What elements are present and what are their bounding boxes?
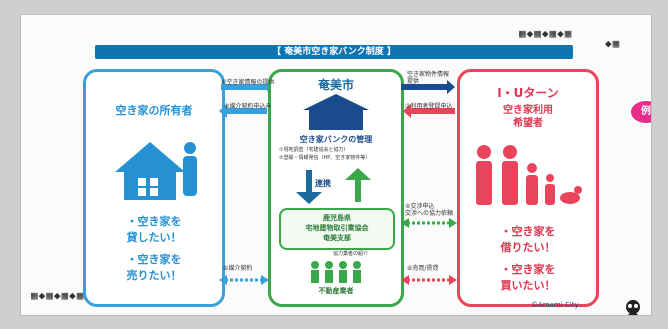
realtors-icon [311, 261, 361, 283]
cooperation-label: 連携 [315, 179, 331, 188]
iu-box: I・Uターン 空き家利用 希望者 ・空き家を 借りたい！ ・空き家を 買いたい！ [457, 69, 599, 307]
city-box: 奄美市 空き家バンクの管理 ①現地調査（宅建協会と協力） ②登録・情報発信（HP… [268, 69, 404, 307]
iu-arrows [401, 80, 455, 118]
iu-buy-message: ・空き家を 買いたい！ [500, 263, 556, 292]
bottom-left-arrow [219, 275, 269, 285]
bottom-right-label: ⑥売買/賃貸 [407, 265, 439, 272]
iu-arrow-2-label: ②利用者登録申込 [405, 103, 453, 110]
city-hall-icon [303, 94, 369, 130]
owner-box: 空き家の所有者 ・空き家を 貸したい！ ・空き家を 売りたい！ [83, 69, 225, 307]
bottom-right-arrow [401, 275, 457, 285]
corner-decoration-bottom: ▦◆▦◆▦◆▦ [31, 289, 85, 302]
agency-iu-arrow [401, 218, 457, 228]
city-bullets: ①現地調査（宅建協会と協力） ②登録・情報発信（HP、空き家物件等） [279, 147, 371, 161]
page-title: 【 奄美市空き家バンク制度 】 [95, 45, 573, 59]
iu-rent-message: ・空き家を 借りたい！ [500, 225, 556, 254]
iu-arrow-3-label: ④交渉申込 交渉への協力依頼 [405, 203, 454, 217]
owner-arrow-1-label: ①空き家情報の提供 [221, 79, 275, 86]
agent-label: 協力業者の紹介 [333, 251, 369, 257]
bottom-left-label: ⑥媒介契約 [223, 265, 253, 272]
agents-name: 不動産業者 [318, 287, 354, 295]
corner-decoration-top-2: ◆▦ [605, 37, 621, 50]
bank-management: 空き家バンクの管理 [299, 135, 373, 144]
corner-decoration-top: ▦◆▦◆▦◆▦ [519, 27, 573, 40]
owner-sell-message: ・空き家を 売りたい！ [126, 253, 182, 282]
slide: ▦◆▦◆▦◆▦ ◆▦ ▦◆▦◆▦◆▦ 【 奄美市空き家バンク制度 】 空き家の所… [20, 14, 652, 316]
owner-arrows [219, 81, 269, 118]
iu-title: I・Uターン [497, 86, 559, 100]
owner-arrow-2-label: ②媒介契約申込み [224, 103, 272, 110]
iu-arrow-1-label: 空き家物件情報 提供 [407, 71, 450, 85]
house-person-icon [115, 142, 197, 200]
mascot-icon [626, 300, 640, 315]
city-name: 奄美市 [317, 78, 354, 92]
cooperation-arrows-icon [296, 168, 371, 204]
agency-box: 鹿児島県 宅地建物取引業協会 奄美支部 [279, 208, 395, 250]
owner-lend-message: ・空き家を 貸したい！ [126, 215, 182, 244]
family-icon [476, 145, 582, 205]
copyright: ©Amami City [531, 301, 579, 309]
agency-name: 鹿児島県 宅地建物取引業協会 奄美支部 [305, 214, 369, 242]
owner-title: 空き家の所有者 [115, 104, 193, 117]
example-badge: 例 [631, 101, 651, 123]
iu-subtitle: 空き家利用 希望者 [503, 105, 553, 129]
